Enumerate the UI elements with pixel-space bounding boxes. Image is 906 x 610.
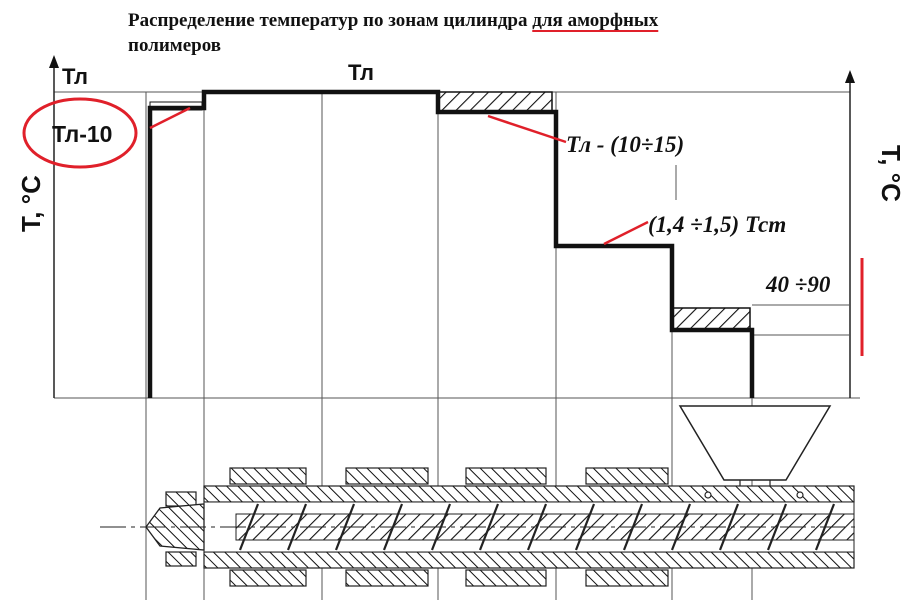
heater-band-bottom-4 <box>585 569 669 587</box>
title-part2-underlined: для аморфных <box>532 10 659 31</box>
label-tst-range: (1,4 ÷1,5) Тст <box>648 212 786 237</box>
nozzle-heater-top <box>165 491 197 507</box>
label-tl-top: Тл <box>348 60 374 85</box>
heater-band-top-4 <box>585 467 669 485</box>
pointer-tl-10 <box>149 106 191 130</box>
heater-band-top-2 <box>345 467 429 485</box>
left-axis-arrow <box>49 55 59 68</box>
heater-band-bottom-2 <box>345 569 429 587</box>
heater-band-top-1 <box>229 467 307 485</box>
right-axis-arrow <box>845 70 855 83</box>
axis-label-left: Т, °С <box>16 175 46 232</box>
title-part3: полимеров <box>128 35 222 56</box>
heater-band-bottom-1 <box>229 569 307 587</box>
label-40-90: 40 ÷90 <box>765 272 831 297</box>
label-tl-10-15: Тл - (10÷15) <box>566 132 684 157</box>
axis-label-right: Т, °С <box>876 145 906 202</box>
barrel-wall-top <box>203 485 855 503</box>
nozzle-heater-bottom <box>165 551 197 567</box>
extruder-drawing <box>100 405 860 587</box>
highlight-ellipse <box>22 97 138 169</box>
title-part1: Распределение температур по зонам цилинд… <box>128 10 533 31</box>
temperature-profile-line <box>147 89 755 398</box>
tolerance-band-zone4 <box>437 91 553 113</box>
tolerance-band-zone6 <box>671 307 751 331</box>
label-tl-left: Тл <box>62 64 88 89</box>
hopper <box>678 405 832 481</box>
heater-band-top-3 <box>465 467 547 485</box>
pointer-tl-10-15 <box>487 114 567 144</box>
barrel-wall-bottom <box>203 551 855 569</box>
pointer-tst <box>603 220 649 246</box>
heater-band-bottom-3 <box>465 569 547 587</box>
label-tl-minus-10: Тл-10 <box>52 121 112 147</box>
diagram-title: Распределение температур по зонам цилинд… <box>128 8 828 58</box>
